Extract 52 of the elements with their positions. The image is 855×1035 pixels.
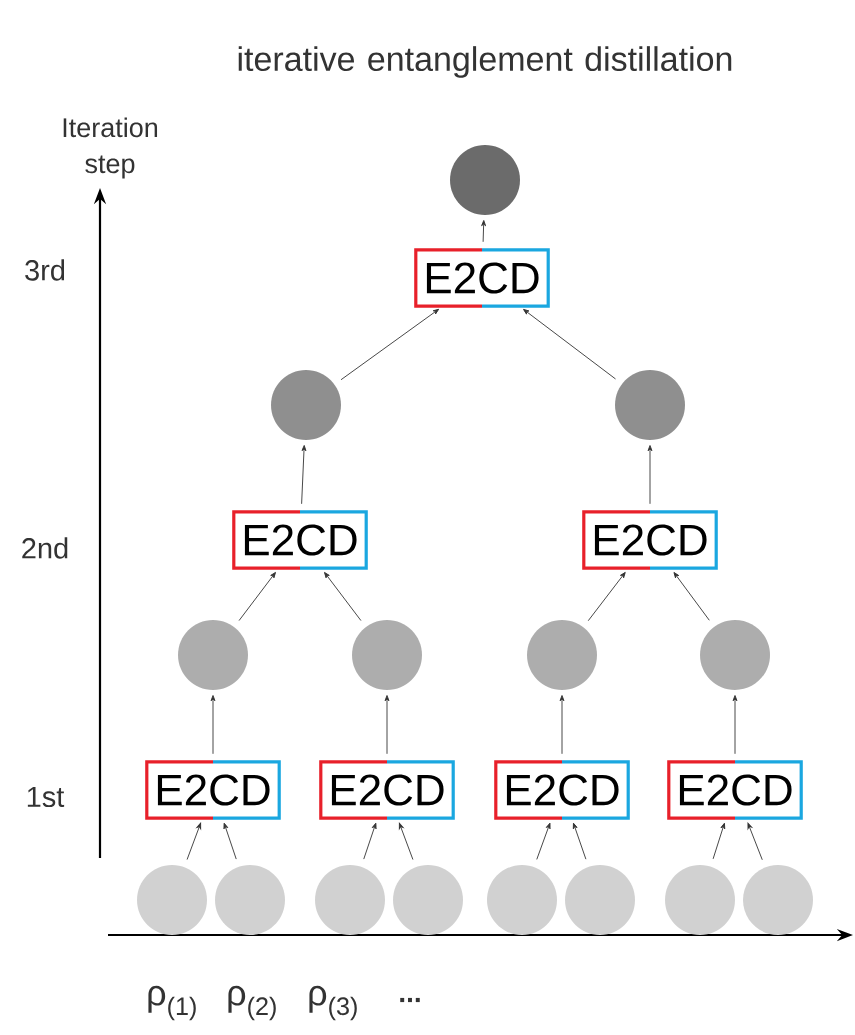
arrow: [301, 445, 307, 505]
state-circle: [352, 620, 422, 690]
arrow: [384, 695, 390, 755]
state-circle: [315, 865, 385, 935]
arrow: [647, 445, 653, 505]
state-circle: [700, 620, 770, 690]
state-circle: [450, 145, 520, 215]
state-circle: [665, 865, 735, 935]
arrow: [223, 822, 237, 860]
arrow: [324, 571, 362, 621]
process-box: E2CD: [319, 760, 455, 820]
ellipsis: ...: [400, 997, 420, 1003]
arrow: [481, 220, 487, 243]
state-circle: [137, 865, 207, 935]
arrow: [559, 695, 565, 755]
arrow: [238, 571, 276, 621]
process-box: E2CD: [582, 510, 718, 570]
state-circle: [615, 370, 685, 440]
arrow: [398, 822, 414, 860]
state-label: ρ$_{(1)}$: [148, 985, 196, 1021]
process-box: E2CD: [667, 760, 803, 820]
arrow: [747, 822, 763, 861]
arrow: [340, 308, 440, 381]
arrow: [523, 308, 616, 380]
step-label: 2nd: [22, 537, 68, 559]
state-circle: [527, 620, 597, 690]
arrow: [210, 695, 216, 755]
step-label: 1st: [27, 786, 65, 808]
arrow: [732, 695, 738, 755]
state-circle: [178, 620, 248, 690]
state-circle: [393, 865, 463, 935]
arrow: [186, 822, 202, 860]
arrow: [363, 822, 377, 860]
arrow: [587, 571, 626, 622]
process-box: E2CD: [232, 510, 368, 570]
arrow: [536, 822, 551, 860]
state-circle: [743, 865, 813, 935]
state-label: ρ$_{(3)}$: [309, 985, 357, 1021]
state-label: ρ$_{(2)}$: [228, 985, 276, 1021]
title: iterative entanglement distillation: [238, 46, 732, 78]
axis-label: Iteration step: [63, 117, 158, 179]
step-label: 3rd: [25, 259, 65, 281]
state-circle: [565, 865, 635, 935]
process-box: E2CD: [414, 248, 550, 308]
state-circle: [271, 370, 341, 440]
arrow: [712, 822, 726, 860]
arrow: [673, 572, 710, 621]
process-box: E2CD: [145, 760, 281, 820]
arrow: [572, 822, 587, 860]
state-circle: [215, 865, 285, 935]
process-box: E2CD: [494, 760, 630, 820]
state-circle: [487, 865, 557, 935]
